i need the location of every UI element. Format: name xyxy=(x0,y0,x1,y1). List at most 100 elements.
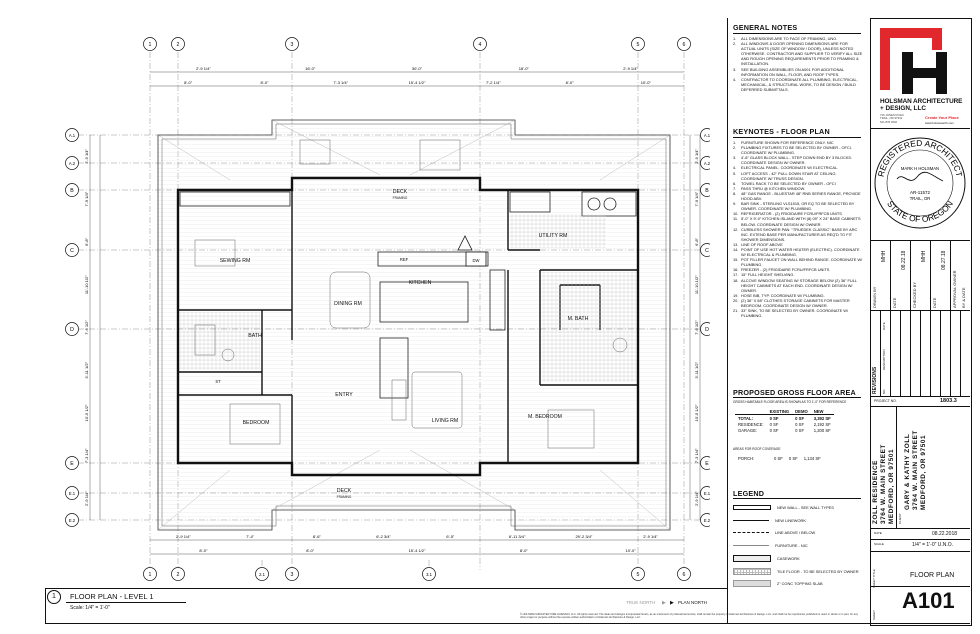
grid-right-label: B xyxy=(705,188,709,194)
room-label-deck-top: DECK xyxy=(393,189,408,195)
note-text: TOWEL RACK TO BE SELECTED BY OWNER - OFC… xyxy=(741,180,836,186)
architect-stamp: REGISTERED ARCHITECT STATE OF OREGON MAR… xyxy=(874,137,966,229)
note-text: POINT OF USE HOT WATER HEATER (ELECTRIC)… xyxy=(741,246,860,258)
grid-left-label: A.2 xyxy=(69,161,76,166)
legend-swatch xyxy=(733,555,771,562)
gfa-porch-note: AREAS FOR ROOF COVERAGE xyxy=(733,447,781,451)
dimension-label: 3'-11 1/2" xyxy=(694,361,699,378)
checked-by-value: MHH xyxy=(921,250,927,262)
note-text: 5'-0" X 9'-0" KITCHEN ISLAND WITH (8) 09… xyxy=(741,216,861,227)
gfa-subtitle: GROSS HABITABLE FLOOR AREA IS SHOWN AS T… xyxy=(733,400,847,404)
note-text: ELECTRICAL PANEL. COORDINATE W/ ELECTRIC… xyxy=(741,165,839,171)
dimension-label: 7'-6 1/2" xyxy=(84,320,89,335)
gfa-cell: 0 SF xyxy=(774,455,783,461)
legend-item: FURNITURE - NIC xyxy=(733,543,808,548)
sheet-label: SHEET xyxy=(872,609,876,620)
grid-top-bubble xyxy=(143,37,157,51)
gen-notes-item: 4.CONTRACTOR TO COORDINATE ALL PLUMBING,… xyxy=(733,77,863,92)
dimension-label: 10'-5 1/2" xyxy=(694,404,699,421)
dimension-label: 30'-0" xyxy=(412,66,423,71)
grid-right-label: C xyxy=(705,248,709,254)
grid-bottom-bubble xyxy=(171,567,185,581)
dimension-label: 2'-9 1/4" xyxy=(643,534,658,539)
dimension-label: 10'-5 1/2" xyxy=(84,404,89,421)
project-address2: MEDFORD, OR 97501 xyxy=(888,448,895,524)
key-notes-item: 13.LINE OF ROOF ABOVE xyxy=(733,242,863,247)
grid-bottom-bubble xyxy=(677,567,691,581)
room-label-m-bedroom: M. BEDROOM xyxy=(528,414,562,420)
note-number: 21. xyxy=(733,308,739,314)
rev-col-date: DATE xyxy=(882,322,886,330)
grid-right-label: A.1 xyxy=(704,133,710,138)
gfa-row-label: GARAGE: xyxy=(738,427,758,433)
scale-label: SCALE xyxy=(874,542,884,546)
gfa-row-label: TOTAL: xyxy=(738,415,753,421)
project-name: ZOLL RESIDENCE xyxy=(872,459,879,524)
firm-address: 726 JONES ROAD TRAIL, OR 97541 541.878.3… xyxy=(880,113,904,124)
grid-bottom-bubble xyxy=(422,567,436,581)
scale-value: 1/4" = 1'-0" U.N.O. xyxy=(912,542,954,548)
room-label-utility: UTILITY RM xyxy=(539,233,568,239)
gfa-cell: 0 SF xyxy=(769,427,779,433)
grid-bottom-label: 2.1 xyxy=(259,572,265,577)
grid-top-label: 1 xyxy=(149,42,152,48)
note-text: CONTRACTOR TO COORDINATE ALL PLUMBING, E… xyxy=(741,76,858,92)
sheet-number: A101 xyxy=(902,588,955,613)
key-notes-item: 11.5'-0" X 9'-0" KITCHEN ISLAND WITH (8)… xyxy=(733,216,863,226)
gfa-cell: 0 SF xyxy=(769,415,779,421)
date-value: 08.22.2018 xyxy=(932,531,958,537)
room-label-deck-bottom-sub: FRAMING xyxy=(337,495,352,499)
gfa-porch-table: PORCH: 0 SF 0 SF 1,134 SF xyxy=(735,455,824,461)
grid-right-bubble xyxy=(700,243,710,257)
gfa-title: PROPOSED GROSS FLOOR AREA xyxy=(733,388,856,397)
grid-bottom-label: 6 xyxy=(683,572,686,578)
grid-bottom-label: 2 xyxy=(177,572,180,578)
dimension-label: 6'-11 3/4" xyxy=(509,534,526,539)
firm-name-line1: HOLSMAN ARCHITECTURE xyxy=(880,98,963,105)
dimension-label: 10'-0" xyxy=(641,80,652,85)
dimension-label: 2'-9 1/4" xyxy=(694,148,699,163)
tile-floor xyxy=(180,214,636,382)
note-text: PASS THRU @ KITCHEN WINDOW. xyxy=(741,185,806,191)
stair-arrow-icon xyxy=(457,235,473,251)
gfa-cell: 0 SF xyxy=(795,421,804,427)
key-notes-item: 2.PLUMBING FIXTURES TO BE SELECTED BY OW… xyxy=(733,145,863,155)
checked-date-label: DATE xyxy=(932,297,937,308)
dimension-label: 8'-0" xyxy=(520,548,529,553)
key-notes-item: 21.33" SINK, TO BE SELECTED BY OWNER. CO… xyxy=(733,308,863,318)
note-number: 1. xyxy=(733,36,737,41)
gfa-cell: 0 SF xyxy=(795,415,804,421)
room-label-deck-bottom: DECK xyxy=(337,488,352,494)
dimension-label: 8'-0" xyxy=(306,548,315,553)
grid-top-bubble xyxy=(171,37,185,51)
key-notes-item: 18.ALCOVE WINDOW SEATING W/ STORAGE BELO… xyxy=(733,278,863,293)
furniture xyxy=(194,139,628,449)
grid-right-bubble xyxy=(700,486,710,500)
plan-north-label: PLAN NORTH xyxy=(678,600,707,605)
dimension-label: 7'-3 1/4" xyxy=(84,448,89,463)
casework xyxy=(179,191,637,399)
grid-left-bubble xyxy=(65,322,79,336)
note-number: 1. xyxy=(733,140,737,145)
note-number: 8. xyxy=(733,190,737,196)
legend-label: LINE ABOVE / BELOW xyxy=(775,530,816,535)
note-number: 16. xyxy=(733,267,739,273)
dimension-label: 11'-10 1/2" xyxy=(694,275,699,294)
grid-left-label: D xyxy=(70,327,74,333)
key-notes-item: 14.POINT OF USE HOT WATER HEATER (ELECTR… xyxy=(733,247,863,257)
dimension-lines xyxy=(89,71,701,555)
note-text: (2) 36" X 58" CLOTHES STORAGE CABINETS F… xyxy=(741,297,850,308)
grid-top-label: 4 xyxy=(479,42,482,48)
note-number: 6. xyxy=(733,180,737,186)
key-notes-item: 19.HOSE BIB, TYP. COORDINATE W/ PLUMBING… xyxy=(733,293,863,298)
gfa-row-label: RESIDENCE: xyxy=(738,421,764,427)
grid-left-label: E.2 xyxy=(69,518,76,523)
drawn-date-value: 08.22.18 xyxy=(901,250,907,270)
dimension-label: 8'-0" xyxy=(566,80,575,85)
legend-label: FURNITURE - NIC xyxy=(775,542,808,548)
grid-right-label: A.2 xyxy=(704,161,710,166)
dimension-label: 8'-0" xyxy=(184,80,193,85)
plan-scale: Scale: 1/4" = 1'-0" xyxy=(70,605,110,611)
